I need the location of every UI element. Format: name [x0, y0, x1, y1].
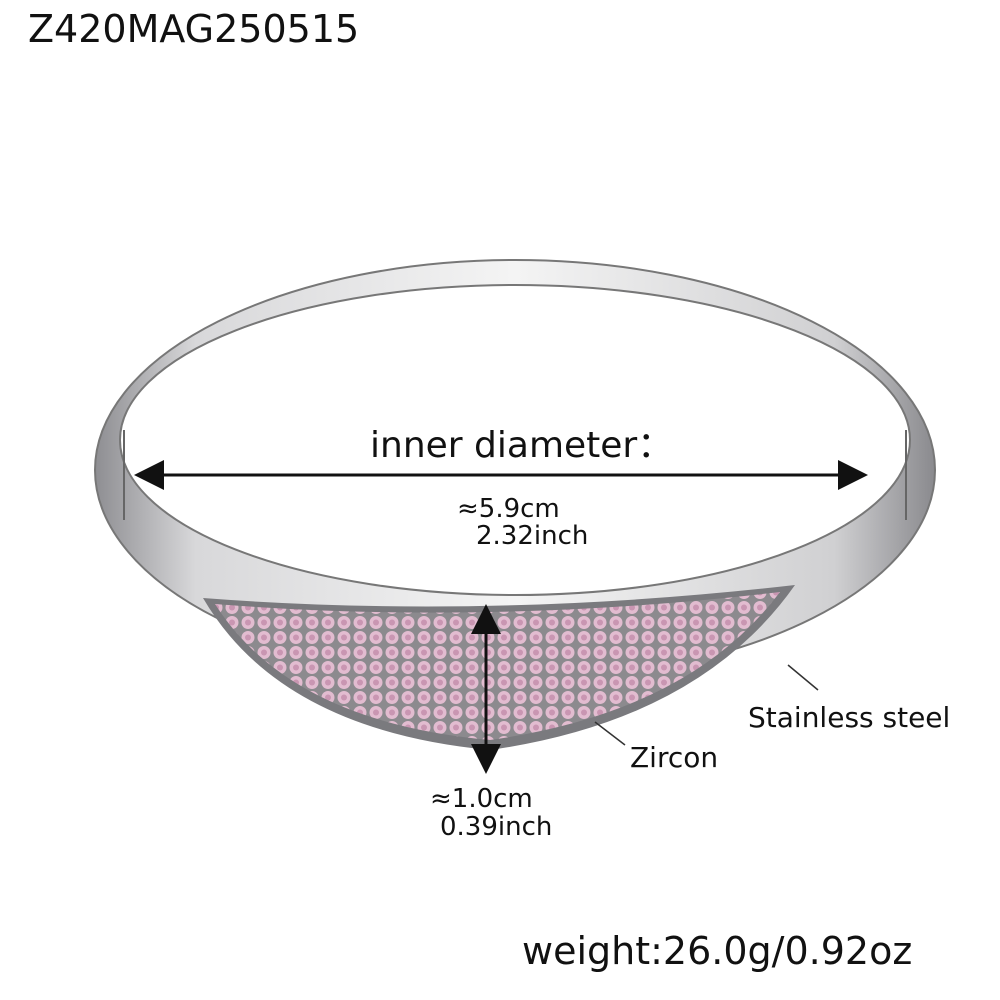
width-cm: ≈1.0cm: [430, 784, 533, 814]
inner-diameter-label: inner diameter：: [370, 425, 674, 466]
stainless-steel-label: Stainless steel: [748, 701, 951, 734]
zircon-leader: [594, 721, 626, 746]
zircon-pave: [215, 592, 780, 740]
width-inch: 0.39inch: [440, 812, 553, 842]
steel-leader: [787, 664, 819, 691]
product-code: Z420MAG250515: [28, 7, 360, 51]
inner-diameter-inch: 2.32inch: [476, 521, 589, 551]
zircon-label: Zircon: [630, 741, 719, 774]
inner-diameter-cm: ≈5.9cm: [457, 494, 560, 524]
weight-label: weight:26.0g/0.92oz: [522, 929, 913, 973]
